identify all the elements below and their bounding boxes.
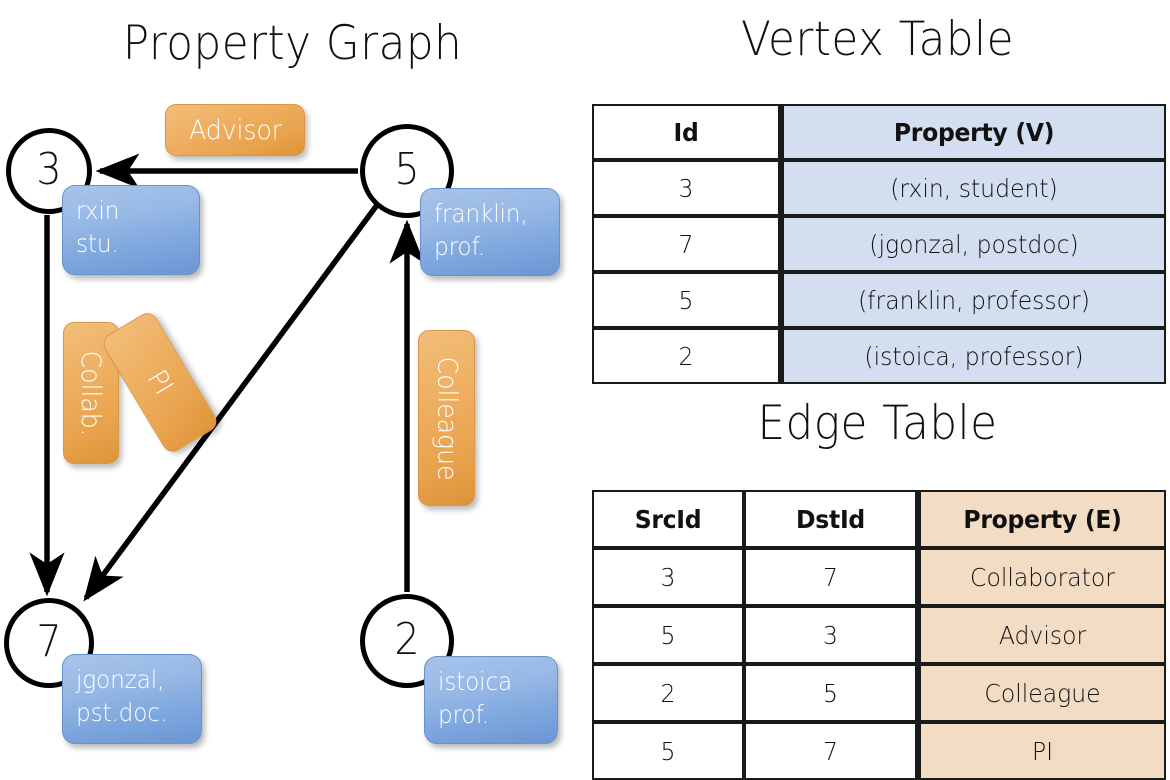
edge-table-col-dstid: DstId	[744, 490, 917, 548]
edge-table-col-srcid: SrcId	[592, 490, 744, 548]
graph-vertex-2[interactable]: 2	[360, 594, 454, 688]
table-row: 5 7 PI	[592, 722, 1166, 780]
edge-label-box-advisor[interactable]: Advisor	[165, 104, 305, 156]
vertex-row-1-property: (jgonzal, postdoc)	[780, 216, 1166, 272]
vertex-row-2-property: (franklin, professor)	[780, 272, 1166, 328]
vertex-row-2-id: 5	[592, 272, 780, 328]
graph-vertex-5[interactable]: 5	[360, 124, 454, 218]
edge-table: SrcId DstId Property (E) 3 7 Collaborato…	[592, 490, 1166, 780]
vertex-table-header-row: Id Property (V)	[592, 104, 1166, 160]
vertex-property-box-2-line1: istoica	[438, 667, 513, 696]
edge-row-1-dst: 3	[744, 606, 917, 664]
vertex-property-box-3-line2: stu.	[76, 229, 119, 259]
vertex-property-box-2-line2: prof.	[438, 700, 489, 730]
graph-vertex-5-id: 5	[394, 144, 420, 195]
vertex-table: Id Property (V) 3 (rxin, student) 7 (jgo…	[592, 104, 1166, 384]
property-graph-panel: 3 5 7 2 rxin stu. franklin, prof. jgonza…	[0, 0, 585, 760]
page-title-property-graph: Property Graph	[122, 16, 463, 71]
vertex-property-box-3[interactable]: rxin stu.	[62, 185, 200, 275]
vertex-property-box-5-line1: franklin,	[434, 199, 528, 228]
vertex-property-box-5-line2: prof.	[434, 232, 485, 262]
edge-row-0-src: 3	[592, 548, 744, 606]
edge-row-3-src: 5	[592, 722, 744, 780]
vertex-row-3-id: 2	[592, 328, 780, 384]
vertex-table-col-id: Id	[592, 104, 780, 160]
edge-row-0-property: Collaborator	[917, 548, 1166, 606]
edge-5-to-7-pi	[83, 203, 380, 602]
graph-vertex-7-id: 7	[36, 616, 62, 667]
edge-row-1-src: 5	[592, 606, 744, 664]
edge-row-2-property: Colleague	[917, 664, 1166, 722]
vertex-row-0-id: 3	[592, 160, 780, 216]
page-title-edge-table: Edge Table	[757, 396, 998, 451]
edge-table-col-property: Property (E)	[917, 490, 1166, 548]
vertex-property-box-7[interactable]: jgonzal, pst.doc.	[62, 654, 202, 744]
edge-label-collab-text: Collab.	[75, 350, 107, 436]
graph-vertex-3-id: 3	[36, 144, 62, 195]
graph-vertex-2-id: 2	[394, 614, 420, 665]
edge-row-2-dst: 5	[744, 664, 917, 722]
table-row: 5 (franklin, professor)	[592, 272, 1166, 328]
edge-row-0-dst: 7	[744, 548, 917, 606]
edge-label-colleague-text: Colleague	[431, 356, 463, 480]
edge-row-3-dst: 7	[744, 722, 917, 780]
table-row: 2 5 Colleague	[592, 664, 1166, 722]
table-row: 3 7 Collaborator	[592, 548, 1166, 606]
table-row: 7 (jgonzal, postdoc)	[592, 216, 1166, 272]
edge-label-box-colleague[interactable]: Colleague	[418, 330, 475, 506]
edge-label-advisor-text: Advisor	[188, 114, 282, 146]
vertex-row-3-property: (istoica, professor)	[780, 328, 1166, 384]
table-row: 5 3 Advisor	[592, 606, 1166, 664]
vertex-property-box-5[interactable]: franklin, prof.	[420, 188, 560, 276]
edge-table-header-row: SrcId DstId Property (E)	[592, 490, 1166, 548]
table-row: 2 (istoica, professor)	[592, 328, 1166, 384]
edge-row-3-property: PI	[917, 722, 1166, 780]
vertex-property-box-2[interactable]: istoica prof.	[424, 656, 558, 744]
page-title-vertex-table: Vertex Table	[740, 12, 1015, 67]
vertex-property-box-7-line1: jgonzal,	[76, 665, 165, 694]
vertex-row-1-id: 7	[592, 216, 780, 272]
table-row: 3 (rxin, student)	[592, 160, 1166, 216]
graph-edges-layer	[29, 153, 425, 602]
vertex-property-box-3-line1: rxin	[76, 196, 120, 225]
vertex-table-col-property: Property (V)	[780, 104, 1166, 160]
vertex-row-0-property: (rxin, student)	[780, 160, 1166, 216]
edge-row-1-property: Advisor	[917, 606, 1166, 664]
edge-row-2-src: 2	[592, 664, 744, 722]
vertex-property-box-7-line2: pst.doc.	[76, 698, 168, 728]
edge-label-pi-text: PI	[140, 364, 180, 401]
